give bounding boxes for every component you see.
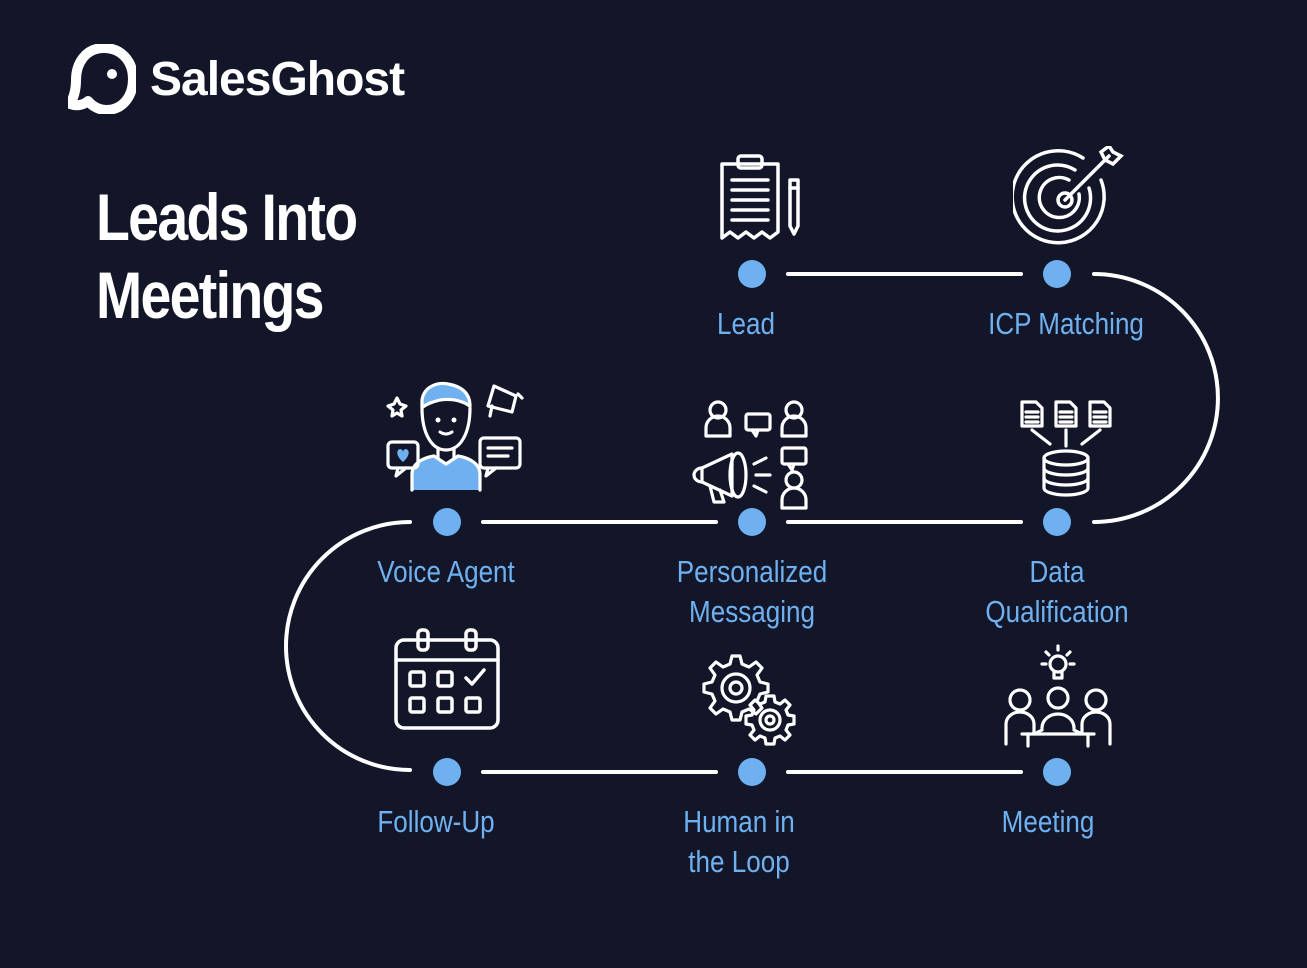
calendar-icon — [394, 628, 500, 730]
node-personalized-messaging — [738, 508, 766, 536]
step-messaging-line-2: Messaging — [689, 594, 815, 629]
step-label-human-in-the-loop: Human in the Loop — [683, 802, 794, 882]
step-label-voice-agent: Voice Agent — [377, 552, 515, 592]
node-icp-matching — [1043, 260, 1071, 288]
step-lead-line-1: Lead — [717, 306, 775, 341]
gears-icon — [702, 654, 796, 746]
connector-voice-followup — [284, 520, 412, 772]
brand-logo: SalesGhost — [68, 44, 405, 114]
step-followup-line-1: Follow-Up — [377, 804, 495, 839]
node-human-in-the-loop — [738, 758, 766, 786]
node-meeting — [1043, 758, 1071, 786]
node-lead — [738, 260, 766, 288]
meeting-icon — [1004, 644, 1112, 748]
step-label-meeting: Meeting — [1002, 802, 1095, 842]
node-voice-agent — [433, 508, 461, 536]
agent-icon — [386, 381, 524, 492]
step-meeting-line-1: Meeting — [1001, 804, 1095, 839]
step-data-line-2: Qualification — [985, 594, 1129, 629]
node-follow-up — [433, 758, 461, 786]
step-messaging-line-1: Personalized — [676, 554, 828, 589]
megaphone-icon — [692, 400, 808, 510]
database-icon — [1020, 400, 1112, 497]
connector-icp-data — [1092, 272, 1220, 524]
step-human-line-2: the Loop — [688, 844, 790, 879]
step-label-data-qualification: Data Qualification — [985, 552, 1128, 632]
title-line-2: Meetings — [96, 258, 325, 332]
page-title: Leads Into Meetings — [96, 178, 358, 334]
step-label-lead: Lead — [717, 304, 775, 344]
title-line-1: Leads Into — [96, 180, 358, 254]
step-data-line-1: Data — [1029, 554, 1085, 589]
step-voice-line-1: Voice Agent — [377, 554, 515, 589]
ghost-logo-icon — [68, 44, 136, 114]
brand-name: SalesGhost — [150, 52, 405, 106]
step-icp-line-1: ICP Matching — [988, 306, 1144, 341]
clipboard-icon — [720, 154, 800, 240]
step-label-follow-up: Follow-Up — [377, 802, 494, 842]
step-human-line-1: Human in — [683, 804, 795, 839]
node-data-qualification — [1043, 508, 1071, 536]
target-icon — [1013, 146, 1124, 245]
step-label-personalized-messaging: Personalized Messaging — [677, 552, 828, 632]
step-label-icp-matching: ICP Matching — [988, 304, 1144, 344]
